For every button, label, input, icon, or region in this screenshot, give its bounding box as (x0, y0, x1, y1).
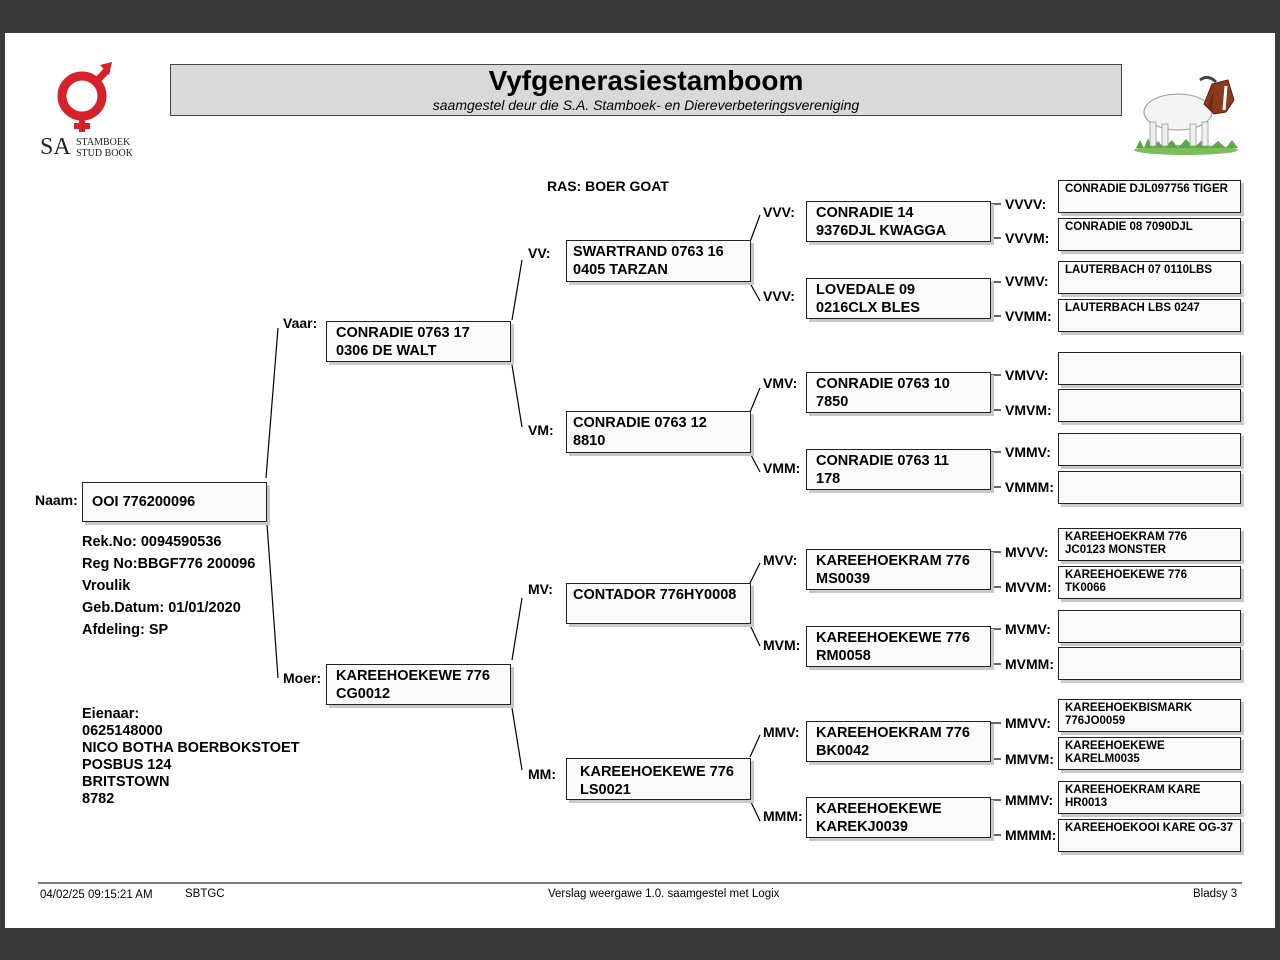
vv-label: VV: (528, 245, 551, 261)
mvmm-box (1058, 647, 1241, 680)
sire-label: Vaar: (283, 315, 318, 331)
vmm-box: CONRADIE 0763 11 178 (806, 449, 991, 490)
logo-sa-text: SA (40, 134, 71, 160)
mvm-box: KAREEHOEKEWE 776 RM0058 (806, 626, 991, 667)
mmvv-label: MMVV: (1005, 715, 1051, 731)
gender-symbol-icon (57, 62, 112, 132)
mmv-box: KAREEHOEKRAM 776 BK0042 (806, 721, 991, 762)
vvv-label: VVV: (763, 204, 795, 220)
mvm-label: MVM: (763, 637, 801, 653)
mvvv-label: MVVV: (1005, 544, 1049, 560)
vvvv-box: CONRADIE DJL097756 TIGER (1058, 180, 1241, 213)
mmvm-label: MMVM: (1005, 751, 1054, 767)
footer-code: SBTGC (185, 888, 225, 900)
footer-datetime: 04/02/25 09:15:21 AM (40, 889, 153, 901)
sex: Vroulik (82, 578, 131, 594)
owner-address1: POSBUS 124 (82, 757, 172, 773)
owner-postal-code: 8782 (82, 791, 115, 807)
footer-report: Verslag weergawe 1.0. saamgestel met Log… (548, 888, 780, 900)
vvm-box: LOVEDALE 09 0216CLX BLES (806, 278, 991, 319)
section: Afdeling: SP (82, 622, 169, 638)
vmvv-box (1058, 352, 1241, 385)
mvvm-box: KAREEHOEKEWE 776 TK0066 (1058, 566, 1241, 599)
mvvm-label: MVVM: (1005, 579, 1052, 595)
mvmv-label: MVMV: (1005, 621, 1051, 637)
vvmv-label: VVMV: (1005, 273, 1049, 289)
vvvm-box: CONRADIE 08 7090DJL (1058, 218, 1241, 251)
mv-box: CONTADOR 776HY0008 (566, 583, 751, 624)
vm-label: VM: (528, 422, 554, 438)
owner-label: Eienaar: (82, 706, 140, 722)
vmv-box: CONRADIE 0763 10 7850 (806, 372, 991, 413)
vvv-box: CONRADIE 14 9376DJL KWAGGA (806, 201, 991, 242)
mmmv-label: MMMV: (1005, 792, 1054, 808)
vvm-label: VVV: (763, 288, 795, 304)
sire-box: CONRADIE 0763 17 0306 DE WALT (326, 321, 511, 362)
birth-date: Geb.Datum: 01/01/2020 (82, 600, 241, 616)
header-banner: Vyfgenerasiestamboom saamgestel deur die… (170, 64, 1122, 116)
footer-page: Bladsy 3 (1193, 888, 1238, 900)
vvmm-label: VVMM: (1005, 308, 1052, 324)
owner-number: 0625148000 (82, 723, 163, 739)
mmmv-box: KAREEHOEKRAM KARE HR0013 (1058, 781, 1241, 814)
mmmm-label: MMMM: (1005, 827, 1057, 843)
vvmv-box: LAUTERBACH 07 0110LBS (1058, 261, 1241, 294)
mvmm-label: MVMM: (1005, 656, 1054, 672)
vmmv-box (1058, 433, 1241, 466)
vv-box: SWARTRAND 0763 16 0405 TARZAN (566, 240, 751, 282)
vmm-label: VMM: (763, 460, 801, 476)
vmvv-label: VMVV: (1005, 367, 1049, 383)
sa-stud-book-logo: SA STAMBOEK STUD BOOK (38, 60, 148, 160)
mmm-label: MMM: (763, 808, 803, 824)
page-title: Vyfgenerasiestamboom (488, 65, 804, 96)
logo-line2: STUD BOOK (76, 148, 133, 159)
mvmv-box (1058, 610, 1241, 643)
mmmm-box: KAREEHOEKOOI KARE OG-37 (1058, 819, 1241, 852)
logo-line1: STAMBOEK (76, 137, 131, 148)
vvmm-box: LAUTERBACH LBS 0247 (1058, 299, 1241, 332)
mvv-label: MVV: (763, 552, 798, 568)
vmmm-box (1058, 471, 1241, 504)
mmm-box: KAREEHOEKEWE KAREKJ0039 (806, 797, 991, 838)
vmmv-label: VMMV: (1005, 444, 1051, 460)
vmv-label: VMV: (763, 375, 798, 391)
vm-box: CONRADIE 0763 12 8810 (566, 411, 751, 453)
subject-animal-box: OOI 776200096 (82, 482, 267, 522)
owner-name: NICO BOTHA BOERBOKSTOET (82, 740, 300, 756)
vvvv-label: VVVV: (1005, 196, 1047, 212)
boer-goat-image (1134, 75, 1238, 155)
vvvm-label: VVVM: (1005, 230, 1050, 246)
mmv-label: MMV: (763, 724, 800, 740)
vmvm-label: VMVM: (1005, 402, 1052, 418)
dam-box: KAREEHOEKEWE 776 CG0012 (326, 664, 511, 705)
vmmm-label: VMMM: (1005, 479, 1054, 495)
mm-label: MM: (528, 766, 556, 782)
mvv-box: KAREEHOEKRAM 776 MS0039 (806, 549, 991, 590)
dam-label: Moer: (283, 670, 322, 686)
reg-no: Reg No:BBGF776 200096 (82, 556, 256, 572)
owner-address2: BRITSTOWN (82, 774, 170, 790)
mv-label: MV: (528, 581, 553, 597)
vmvm-box (1058, 389, 1241, 422)
mvvv-box: KAREEHOEKRAM 776 JC0123 MONSTER (1058, 528, 1241, 561)
breed-label: RAS: BOER GOAT (547, 178, 669, 194)
page-subtitle: saamgestel deur die S.A. Stamboek- en Di… (432, 97, 860, 113)
mmvv-box: KAREEHOEKBISMARK 776JO0059 (1058, 699, 1241, 732)
naam-label: Naam: (35, 492, 78, 508)
rek-no: Rek.No: 0094590536 (82, 534, 222, 550)
mm-box: KAREEHOEKEWE 776 LS0021 (566, 758, 751, 800)
mmvm-box: KAREEHOEKEWE KARELM0035 (1058, 737, 1241, 770)
